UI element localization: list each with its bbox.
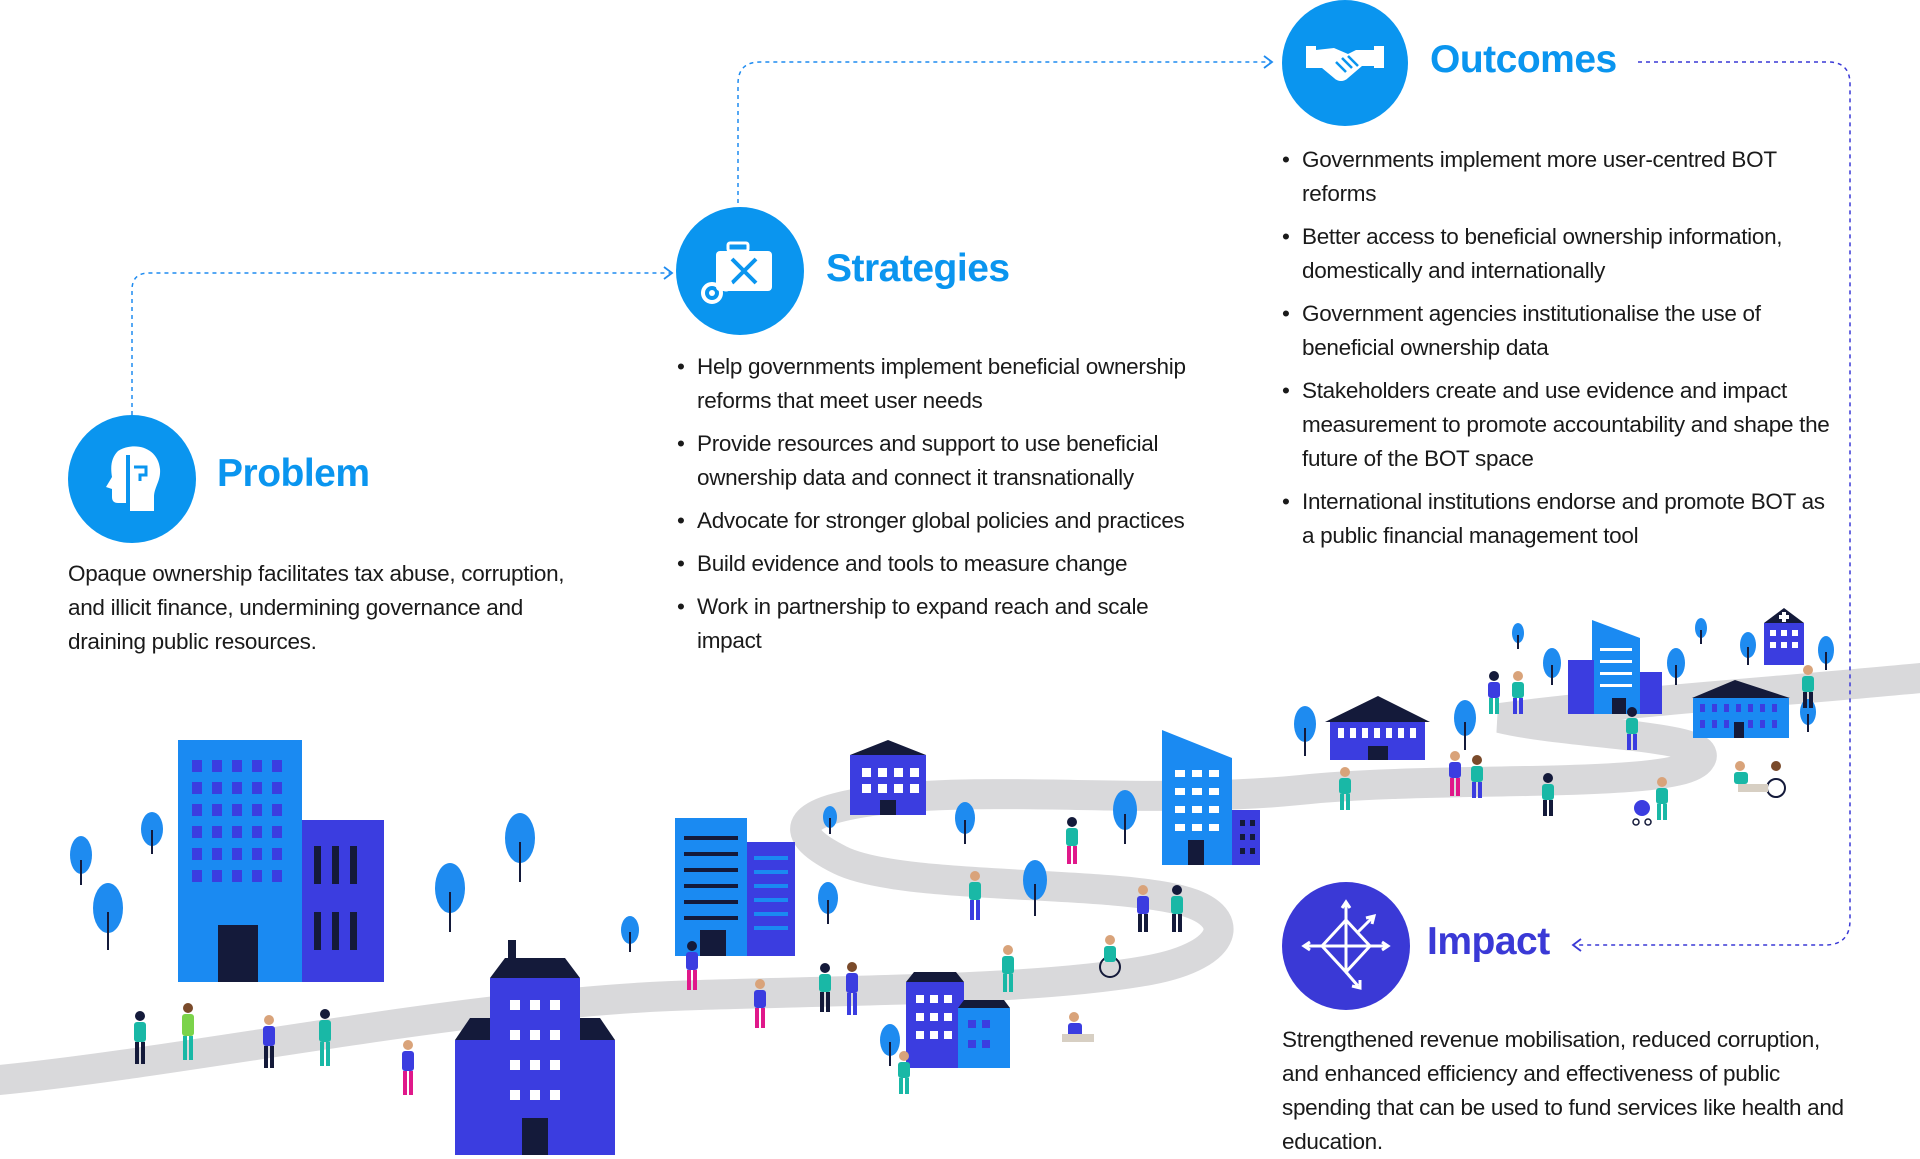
- list-item: Build evidence and tools to measure chan…: [677, 547, 1217, 581]
- building-hospital-right: [1764, 608, 1804, 665]
- building-tower-front: [455, 940, 615, 1155]
- building-striped-mid: [675, 818, 795, 956]
- list-item: Advocate for stronger global policies an…: [677, 504, 1217, 538]
- building-indigo-left: [302, 820, 384, 982]
- handshake-icon: [1306, 46, 1384, 81]
- flow-arrowheads: [663, 55, 1582, 952]
- list-item: Government agencies institutionalise the…: [1282, 297, 1842, 365]
- building-hall-right: [1325, 696, 1430, 760]
- impact-icon-circle: [1282, 882, 1410, 1010]
- impact-description: Strengthened revenue mobilisation, reduc…: [1282, 1023, 1852, 1159]
- outcomes-list: Governments implement more user-centred …: [1282, 143, 1842, 562]
- strategies-title: Strategies: [826, 247, 1010, 290]
- problem-description: Opaque ownership facilitates tax abuse, …: [68, 557, 598, 659]
- impact-text: Strengthened revenue mobilisation, reduc…: [1282, 1027, 1844, 1154]
- strategies-list: Help governments implement beneficial ow…: [677, 350, 1217, 667]
- building-low-mid: [906, 972, 1010, 1068]
- outcomes-title: Outcomes: [1430, 38, 1617, 81]
- impact-title: Impact: [1427, 920, 1550, 963]
- list-item: Better access to beneficial ownership in…: [1282, 220, 1842, 288]
- network-cube-icon: [1301, 899, 1391, 990]
- building-office-right: [1568, 620, 1662, 714]
- toolbox-gear-icon: [701, 241, 772, 304]
- building-school-right: [1692, 680, 1790, 738]
- head-profile-icon: [106, 446, 161, 511]
- strategies-icon-circle: [676, 207, 804, 335]
- outcomes-icon-circle: [1282, 0, 1408, 126]
- list-item: Governments implement more user-centred …: [1282, 143, 1842, 211]
- problem-text: Opaque ownership facilitates tax abuse, …: [68, 561, 565, 654]
- list-item: International institutions endorse and p…: [1282, 485, 1842, 553]
- list-item: Provide resources and support to use ben…: [677, 427, 1217, 495]
- problem-title: Problem: [217, 452, 370, 495]
- list-item: Stakeholders create and use evidence and…: [1282, 374, 1842, 476]
- building-house-mid: [850, 740, 926, 815]
- list-item: Work in partnership to expand reach and …: [677, 590, 1217, 658]
- problem-icon-circle: [68, 415, 196, 543]
- building-tall-left: [178, 740, 302, 982]
- building-glass-mid: [1162, 730, 1260, 865]
- people: [134, 665, 1814, 1095]
- flow-connectors: [131, 61, 1851, 946]
- trees: [70, 618, 1834, 1066]
- list-item: Help governments implement beneficial ow…: [677, 350, 1217, 418]
